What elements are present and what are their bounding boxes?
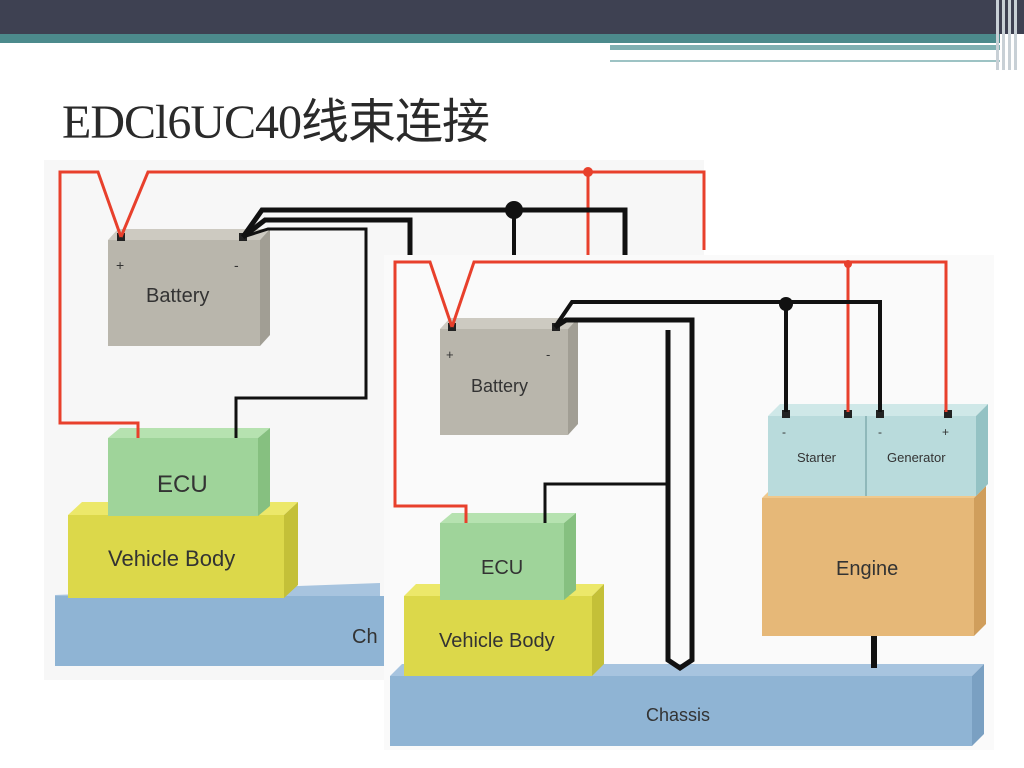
starter-minus: -	[782, 425, 786, 439]
right-battery-label: Battery	[471, 376, 528, 396]
left-chassis-label: Ch	[352, 626, 378, 648]
left-vehicle-body-label: Vehicle Body	[108, 546, 235, 571]
right-engine-label: Engine	[836, 558, 898, 580]
right-battery-minus: -	[546, 347, 550, 362]
left-wire-battery-positive	[119, 170, 706, 250]
header-accent-line	[0, 34, 1000, 43]
left-wire-ground-chassis	[241, 217, 413, 255]
right-wire-battery-positive	[450, 260, 948, 412]
left-wires	[58, 167, 706, 438]
right-wires	[393, 260, 948, 672]
left-wire-ground-main	[240, 207, 628, 255]
right-battery-plus: +	[446, 347, 454, 362]
left-chassis: Ch	[55, 583, 385, 666]
left-battery-label: Battery	[146, 285, 209, 307]
generator-box	[866, 416, 976, 496]
right-wire-ground-main	[553, 300, 882, 412]
right-starter-generator: - - + Starter Generator	[768, 404, 988, 496]
right-ecu-label: ECU	[481, 557, 523, 579]
left-battery-minus: -	[234, 257, 239, 273]
right-ecu: ECU	[440, 513, 576, 600]
header-accent-line-thin	[610, 60, 1000, 62]
generator-label: Generator	[887, 450, 946, 465]
left-battery-plus: +	[116, 257, 124, 273]
header-side-stripes	[994, 0, 1024, 70]
slide-title: EDCl6UC40线束连接	[62, 96, 490, 149]
generator-minus: -	[878, 425, 882, 439]
starter-box	[768, 416, 866, 496]
right-chassis-label: Chassis	[646, 705, 710, 725]
starter-label: Starter	[797, 450, 837, 465]
generator-plus: +	[942, 425, 949, 439]
left-ecu-label: ECU	[157, 471, 208, 498]
header-bar	[0, 0, 1024, 34]
right-wire-ecu-ground	[543, 482, 668, 523]
right-engine: Engine	[762, 486, 986, 636]
right-vehicle-body-label: Vehicle Body	[439, 630, 555, 652]
left-wire-ecu-positive	[58, 170, 140, 438]
right-wire-ecu-positive	[393, 260, 468, 523]
left-wire-ecu-ground	[234, 227, 368, 438]
right-wire-chassis-ground	[553, 317, 695, 672]
left-battery: + - Battery	[108, 229, 270, 346]
right-chassis: Chassis	[390, 664, 984, 746]
diagram-right: Chassis Vehicle Body ECU + - Battery	[384, 255, 994, 750]
right-battery: + - Battery	[440, 318, 578, 435]
header-accent-line-secondary	[610, 45, 1000, 50]
left-ecu: ECU	[108, 428, 270, 516]
left-vehicle-body: Vehicle Body	[68, 502, 298, 598]
